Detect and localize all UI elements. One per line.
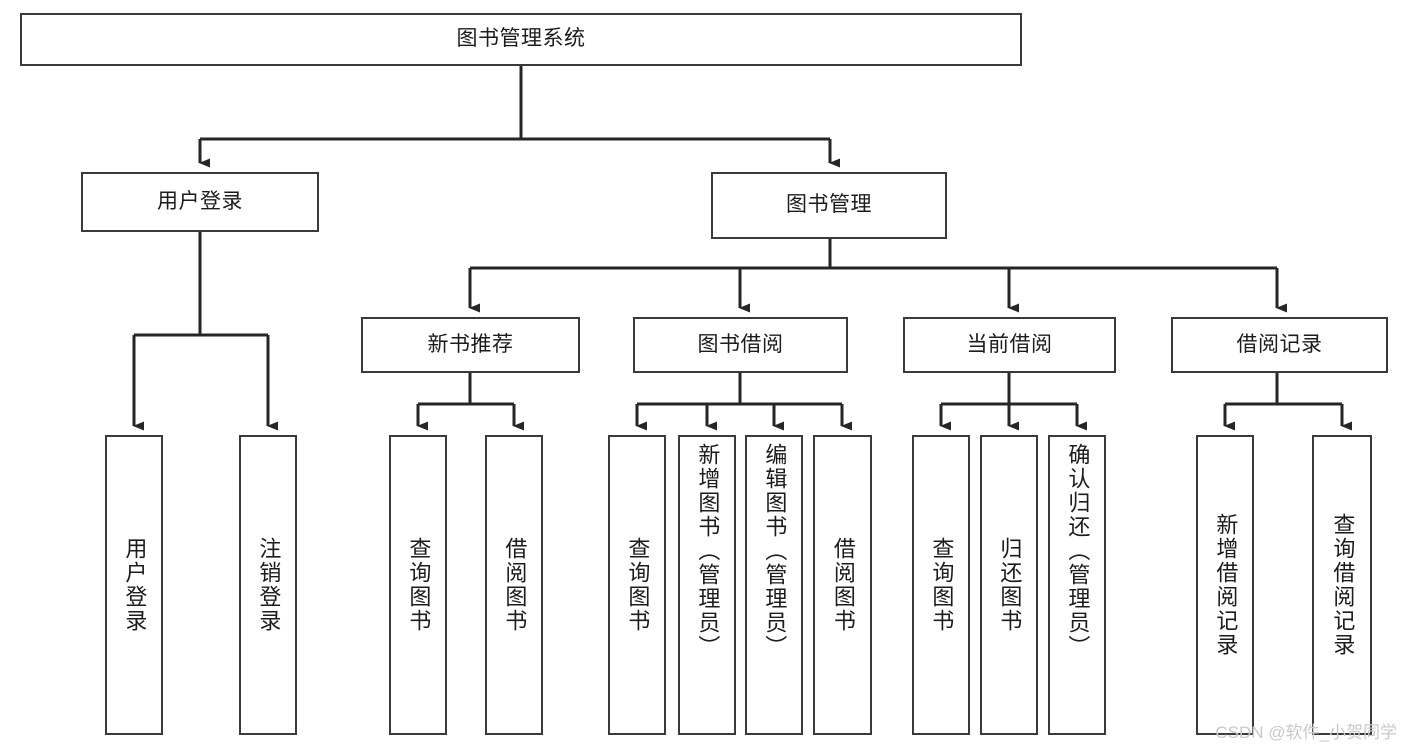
node-label: 新增图书（管理员） <box>695 443 721 659</box>
node-leaf-query-book-recommend[interactable]: 查询图书 <box>389 435 447 735</box>
node-leaf-query-book-current[interactable]: 查询图书 <box>912 435 970 735</box>
node-label: 归还图书 <box>997 537 1023 633</box>
node-leaf-borrow-book[interactable]: 借阅图书 <box>813 435 872 735</box>
node-label: 图书管理 <box>786 193 872 217</box>
node-leaf-return-book[interactable]: 归还图书 <box>980 435 1038 735</box>
node-leaf-edit-book-admin[interactable]: 编辑图书（管理员） <box>745 435 803 735</box>
node-book-management[interactable]: 图书管理 <box>711 172 947 239</box>
node-leaf-add-book-admin[interactable]: 新增图书（管理员） <box>678 435 736 735</box>
node-label: 注销登录 <box>256 537 282 633</box>
node-user-login[interactable]: 用户登录 <box>81 172 319 232</box>
node-label: 确认归还（管理员） <box>1065 443 1091 659</box>
node-label: 图书借阅 <box>697 332 784 356</box>
node-leaf-user-login[interactable]: 用户登录 <box>105 435 163 735</box>
node-borrow-record[interactable]: 借阅记录 <box>1171 317 1388 373</box>
node-label: 新增借阅记录 <box>1213 513 1239 657</box>
node-leaf-query-book-borrow[interactable]: 查询图书 <box>608 435 666 735</box>
node-leaf-query-borrow-record[interactable]: 查询借阅记录 <box>1312 435 1372 735</box>
node-label: 编辑图书（管理员） <box>762 443 788 659</box>
node-label: 查询图书 <box>929 537 955 633</box>
node-label: 借阅图书 <box>502 537 528 633</box>
node-label: 图书管理系统 <box>456 27 586 51</box>
node-current-borrow[interactable]: 当前借阅 <box>903 317 1116 373</box>
node-leaf-add-borrow-record[interactable]: 新增借阅记录 <box>1196 435 1254 735</box>
node-leaf-confirm-return-admin[interactable]: 确认归还（管理员） <box>1048 435 1106 735</box>
node-label: 借阅图书 <box>830 537 856 633</box>
node-label: 新书推荐 <box>427 332 514 356</box>
node-label: 查询图书 <box>625 537 651 633</box>
node-label: 用户登录 <box>157 189 243 213</box>
node-label: 用户登录 <box>122 537 148 633</box>
node-root-book-management-system[interactable]: 图书管理系统 <box>20 13 1022 66</box>
csdn-watermark: CSDN @软件_小贺同学 <box>1215 723 1397 742</box>
node-new-book-recommend[interactable]: 新书推荐 <box>361 317 580 373</box>
node-label: 借阅记录 <box>1236 332 1323 356</box>
node-leaf-borrow-book-recommend[interactable]: 借阅图书 <box>485 435 543 735</box>
node-label: 查询借阅记录 <box>1330 513 1356 657</box>
node-label: 查询图书 <box>406 537 432 633</box>
node-label: 当前借阅 <box>966 332 1053 356</box>
node-leaf-logout[interactable]: 注销登录 <box>239 435 297 735</box>
node-book-borrow[interactable]: 图书借阅 <box>633 317 848 373</box>
